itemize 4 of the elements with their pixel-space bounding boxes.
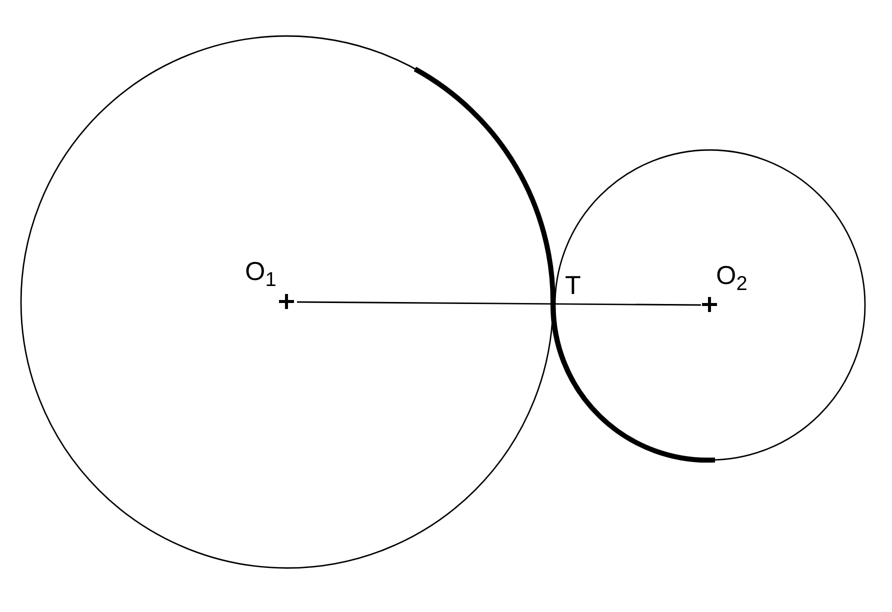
center-label: O$_{1}$ [245, 258, 276, 293]
connecting-line [297, 301, 701, 306]
center-label: O$_{2}$ [716, 262, 748, 297]
point-label: T [565, 272, 581, 298]
